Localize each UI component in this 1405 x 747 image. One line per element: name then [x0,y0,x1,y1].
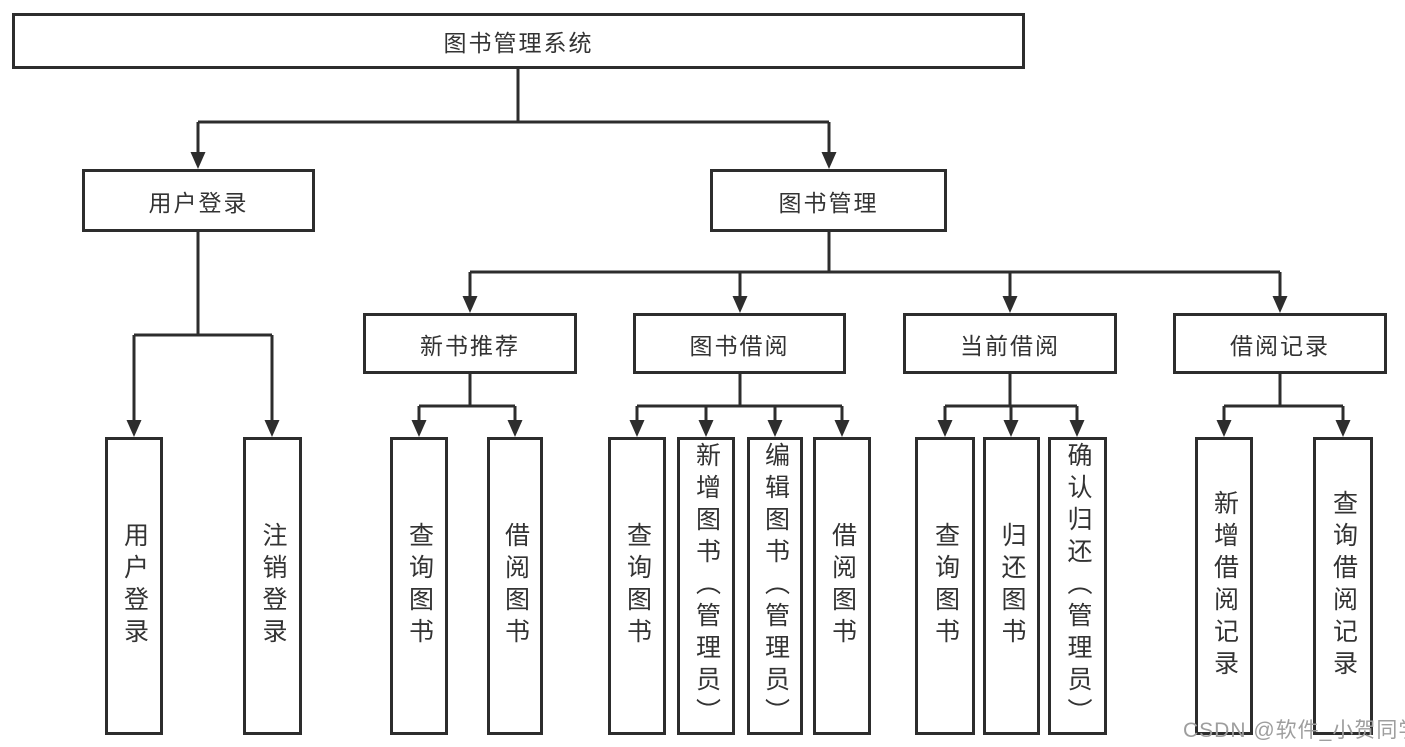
root-node-library-system: 图书管理系统 [12,13,1025,69]
node-book-management-label: 图书管理 [778,189,879,216]
leaf-borrow-books-1-label: 借阅图书 [501,522,530,650]
leaf-add-books-admin-label: 新增图书（管理员） [692,442,721,730]
leaf-logout-label: 注销登录 [259,522,287,650]
node-user-login: 用户登录 [82,169,315,232]
leaf-edit-books-admin: 编辑图书（管理员） [747,437,803,735]
leaf-borrow-books-2: 借阅图书 [813,437,871,735]
leaf-user-login: 用户登录 [105,437,163,735]
leaf-borrow-books-1: 借阅图书 [487,437,543,735]
node-new-book-recommend-label: 新书推荐 [420,332,520,359]
node-borrowing-records: 借阅记录 [1173,313,1387,374]
node-borrowing-records-label: 借阅记录 [1230,332,1330,359]
leaf-confirm-return-admin-label: 确认归还（管理员） [1064,442,1092,730]
node-current-borrowing-label: 当前借阅 [960,332,1060,359]
node-user-login-label: 用户登录 [148,189,249,216]
leaf-query-books-2-label: 查询图书 [623,522,652,650]
leaf-query-borrow-record: 查询借阅记录 [1313,437,1373,735]
node-new-book-recommend: 新书推荐 [363,313,577,374]
leaf-query-borrow-record-label: 查询借阅记录 [1329,490,1358,682]
leaf-query-books-2: 查询图书 [608,437,666,735]
node-current-borrowing: 当前借阅 [903,313,1117,374]
leaf-borrow-books-2-label: 借阅图书 [828,522,857,650]
leaf-edit-books-admin-label: 编辑图书（管理员） [761,442,790,730]
leaf-user-login-label: 用户登录 [120,522,149,650]
leaf-add-borrow-record: 新增借阅记录 [1195,437,1253,735]
leaf-query-books-3: 查询图书 [915,437,975,735]
node-book-management: 图书管理 [710,169,947,232]
leaf-add-borrow-record-label: 新增借阅记录 [1210,490,1239,682]
leaf-return-books: 归还图书 [983,437,1040,735]
leaf-return-books-label: 归还图书 [998,522,1026,650]
root-node-label: 图书管理系统 [443,30,594,56]
leaf-logout: 注销登录 [243,437,302,735]
node-book-borrowing-label: 图书借阅 [689,332,790,359]
leaf-query-books-1-label: 查询图书 [405,522,434,650]
leaf-confirm-return-admin: 确认归还（管理员） [1048,437,1107,735]
csdn-watermark: CSDN @软件_小贺同学 [1183,719,1405,742]
leaf-query-books-3-label: 查询图书 [931,522,960,650]
leaf-query-books-1: 查询图书 [390,437,448,735]
leaf-add-books-admin: 新增图书（管理员） [677,437,735,735]
node-book-borrowing: 图书借阅 [633,313,846,374]
